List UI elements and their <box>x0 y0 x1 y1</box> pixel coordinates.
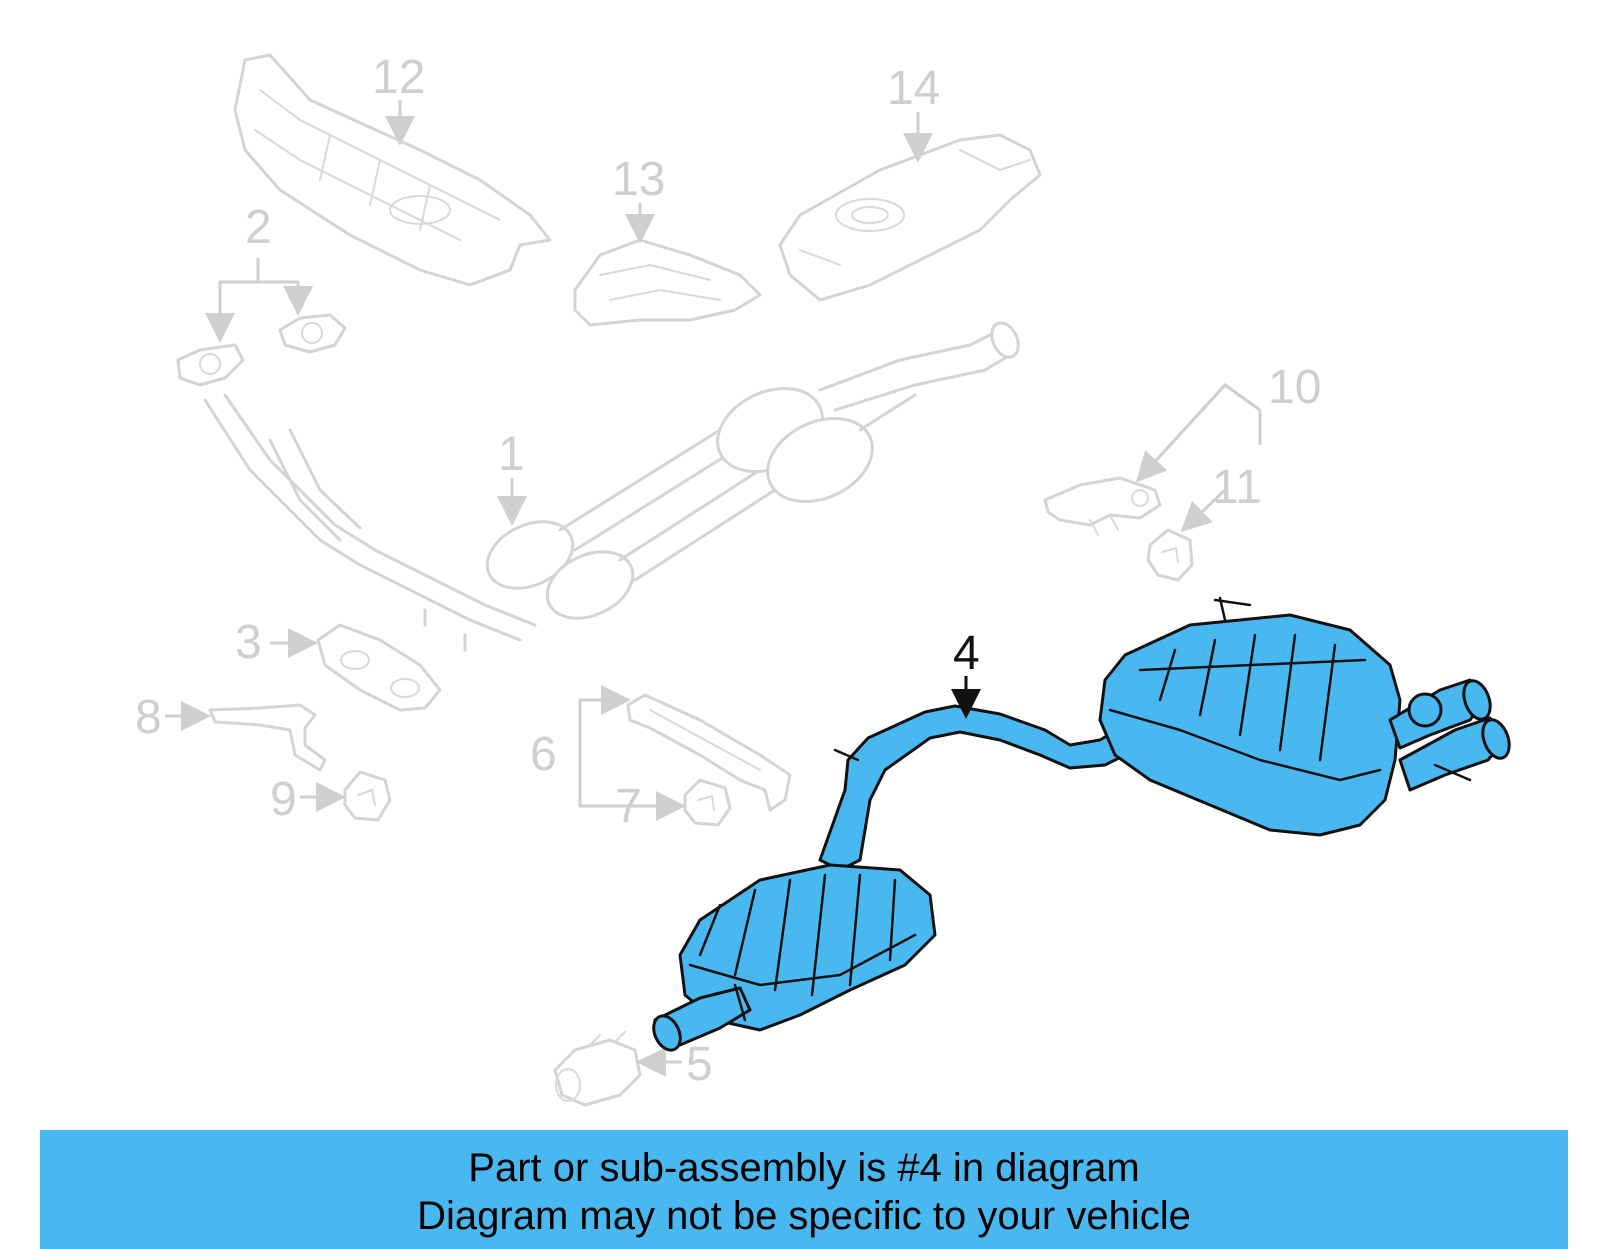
exhaust-parts-diagram: 12 13 14 2 <box>135 51 1511 1107</box>
part-9-hanger <box>343 770 392 822</box>
callout-6: 6 <box>530 728 557 781</box>
part-2-gaskets <box>176 313 347 387</box>
callout-10: 10 <box>1268 361 1321 414</box>
callout-3: 3 <box>235 616 262 669</box>
part-1-front-pipe-cats <box>203 321 1020 652</box>
part-4-rear-muffler-assembly <box>652 596 1511 1052</box>
callout-1: 1 <box>498 428 525 481</box>
part-8-bracket <box>208 703 327 772</box>
callout-11-leader <box>1180 488 1227 533</box>
part-5-clamp <box>553 1031 642 1107</box>
callout-2: 2 <box>245 201 272 254</box>
callout-13: 13 <box>612 153 665 206</box>
part-12-heat-shield <box>233 53 552 287</box>
part-13-heat-shield <box>573 238 762 327</box>
callout-8: 8 <box>135 691 162 744</box>
banner-line-2: Diagram may not be specific to your vehi… <box>417 1194 1191 1238</box>
part-3-gasket <box>316 623 442 712</box>
banner-line-1: Part or sub-assembly is #4 in diagram <box>468 1146 1140 1190</box>
callout-9: 9 <box>270 773 297 826</box>
callout-14: 14 <box>887 62 940 115</box>
part-6-support <box>626 693 792 812</box>
part-11-hanger <box>1146 528 1194 582</box>
callout-7: 7 <box>615 780 642 833</box>
part-10-bracket <box>1043 476 1162 536</box>
callout-11: 11 <box>1212 461 1262 514</box>
part-7-hanger <box>683 778 732 827</box>
callout-12: 12 <box>372 51 425 104</box>
info-banner: Part or sub-assembly is #4 in diagram Di… <box>40 1130 1568 1249</box>
callout-5: 5 <box>686 1038 713 1091</box>
part-14-heat-shield <box>778 133 1042 302</box>
callout-4: 4 <box>953 627 980 680</box>
